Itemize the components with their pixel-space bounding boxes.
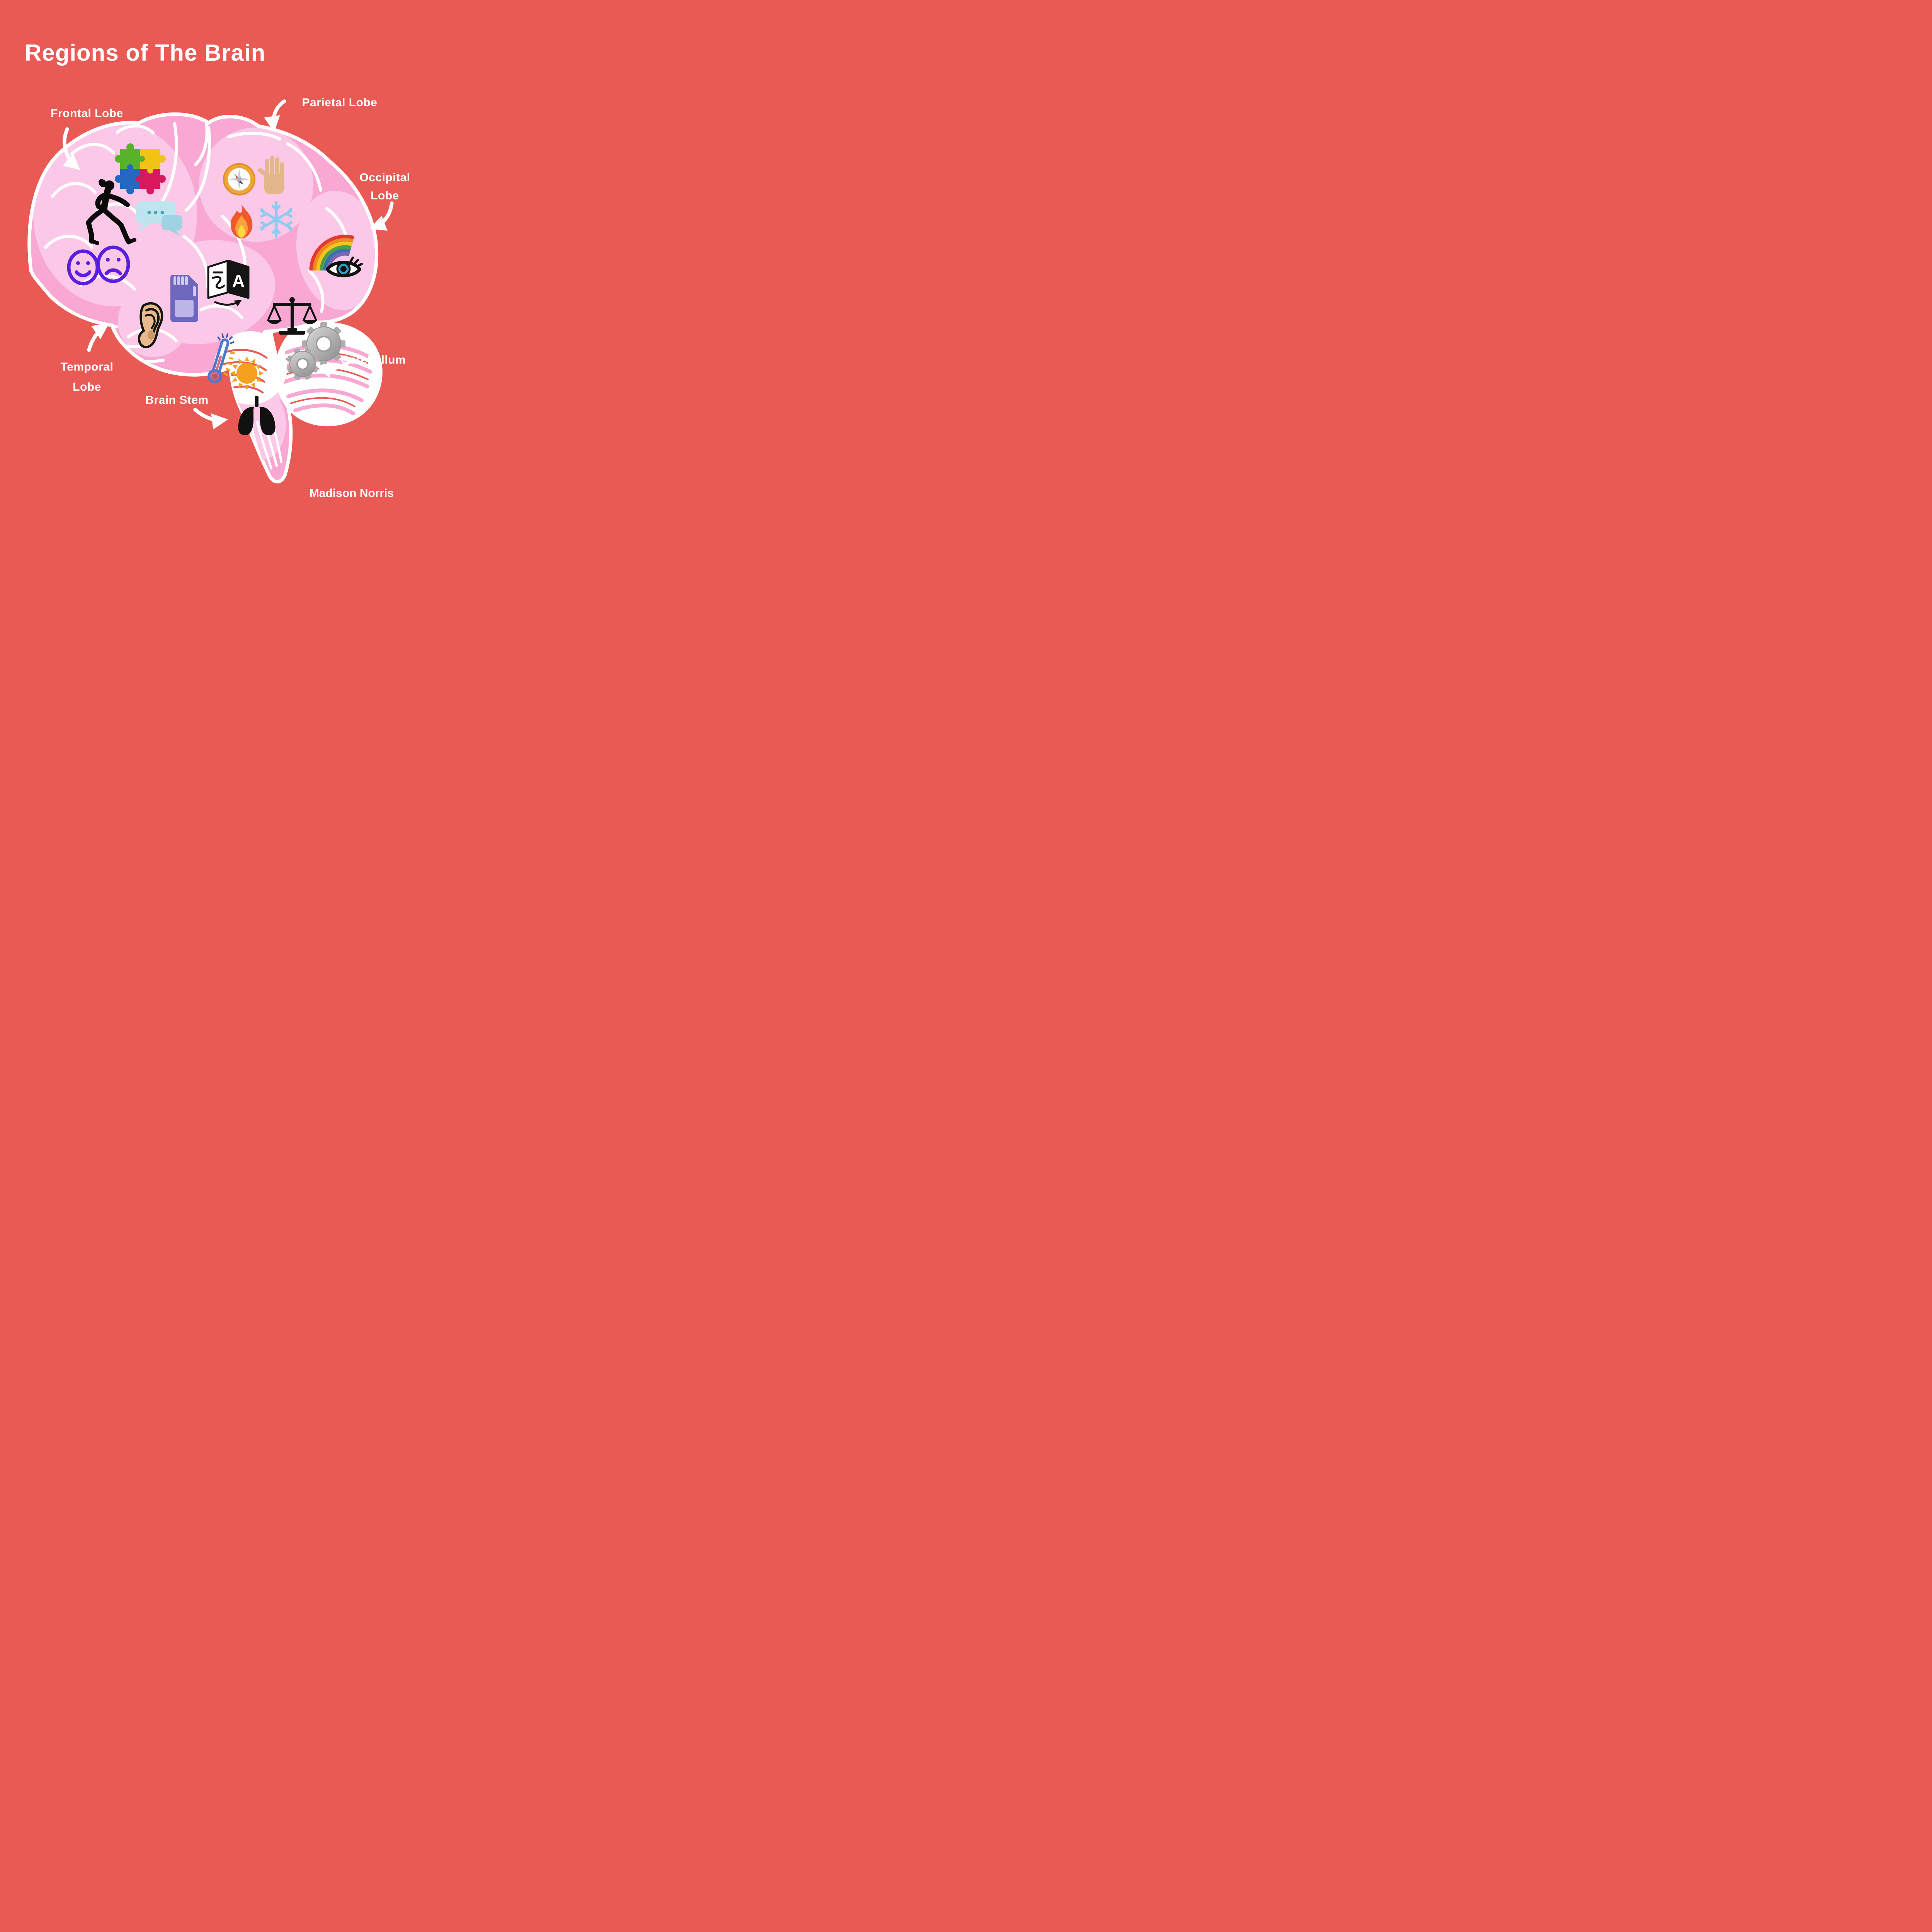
cerebellum-label: Cerebellum xyxy=(340,354,406,366)
parietal-arrow xyxy=(264,99,286,133)
brain-stem-label: Brain Stem xyxy=(145,394,209,406)
thermometer-icon xyxy=(207,333,235,384)
label-arrows xyxy=(63,99,394,430)
puzzle-icon xyxy=(115,143,166,194)
temporal-line2: Lobe xyxy=(73,381,101,393)
parietal-lobe-label: Parietal Lobe xyxy=(302,96,378,109)
lungs-icon xyxy=(238,396,276,435)
frontal-lobe-label: Frontal Lobe xyxy=(51,107,123,120)
brain-illustration: A xyxy=(27,99,394,484)
occipital-arrow xyxy=(369,201,394,231)
frontal-arrow xyxy=(63,127,80,170)
latin-character: A xyxy=(232,271,245,291)
occipital-line1: Occipital xyxy=(359,171,410,184)
balance-scale-icon xyxy=(267,297,318,335)
temporal-line1: Temporal xyxy=(60,361,114,373)
hand-icon xyxy=(258,156,284,194)
rainbow-icon xyxy=(309,235,354,271)
memory-card-icon xyxy=(170,275,198,322)
sad-face-icon xyxy=(96,245,130,283)
snowflake-icon xyxy=(260,201,293,238)
running-woman-icon xyxy=(86,179,136,245)
parietal-lobe-highlight xyxy=(199,128,313,242)
page-title: Regions of The Brain xyxy=(25,40,266,66)
gears-icon xyxy=(286,322,345,380)
ja-character xyxy=(212,271,225,289)
fire-icon xyxy=(230,204,253,238)
cerebellum-arrow xyxy=(316,359,352,378)
sun-icon xyxy=(230,356,264,390)
compass-icon xyxy=(223,163,255,196)
occipital-line2: Lobe xyxy=(371,189,399,202)
translation-icon: A xyxy=(207,260,250,307)
temporal-arrow xyxy=(87,323,109,352)
ear-icon xyxy=(138,302,163,349)
speech-bubbles-icon xyxy=(136,201,182,236)
brainstem-arrow xyxy=(193,408,228,430)
author-credit: Madison Norris xyxy=(309,487,394,500)
eye-icon xyxy=(326,257,363,277)
infographic-page: A xyxy=(0,0,417,556)
